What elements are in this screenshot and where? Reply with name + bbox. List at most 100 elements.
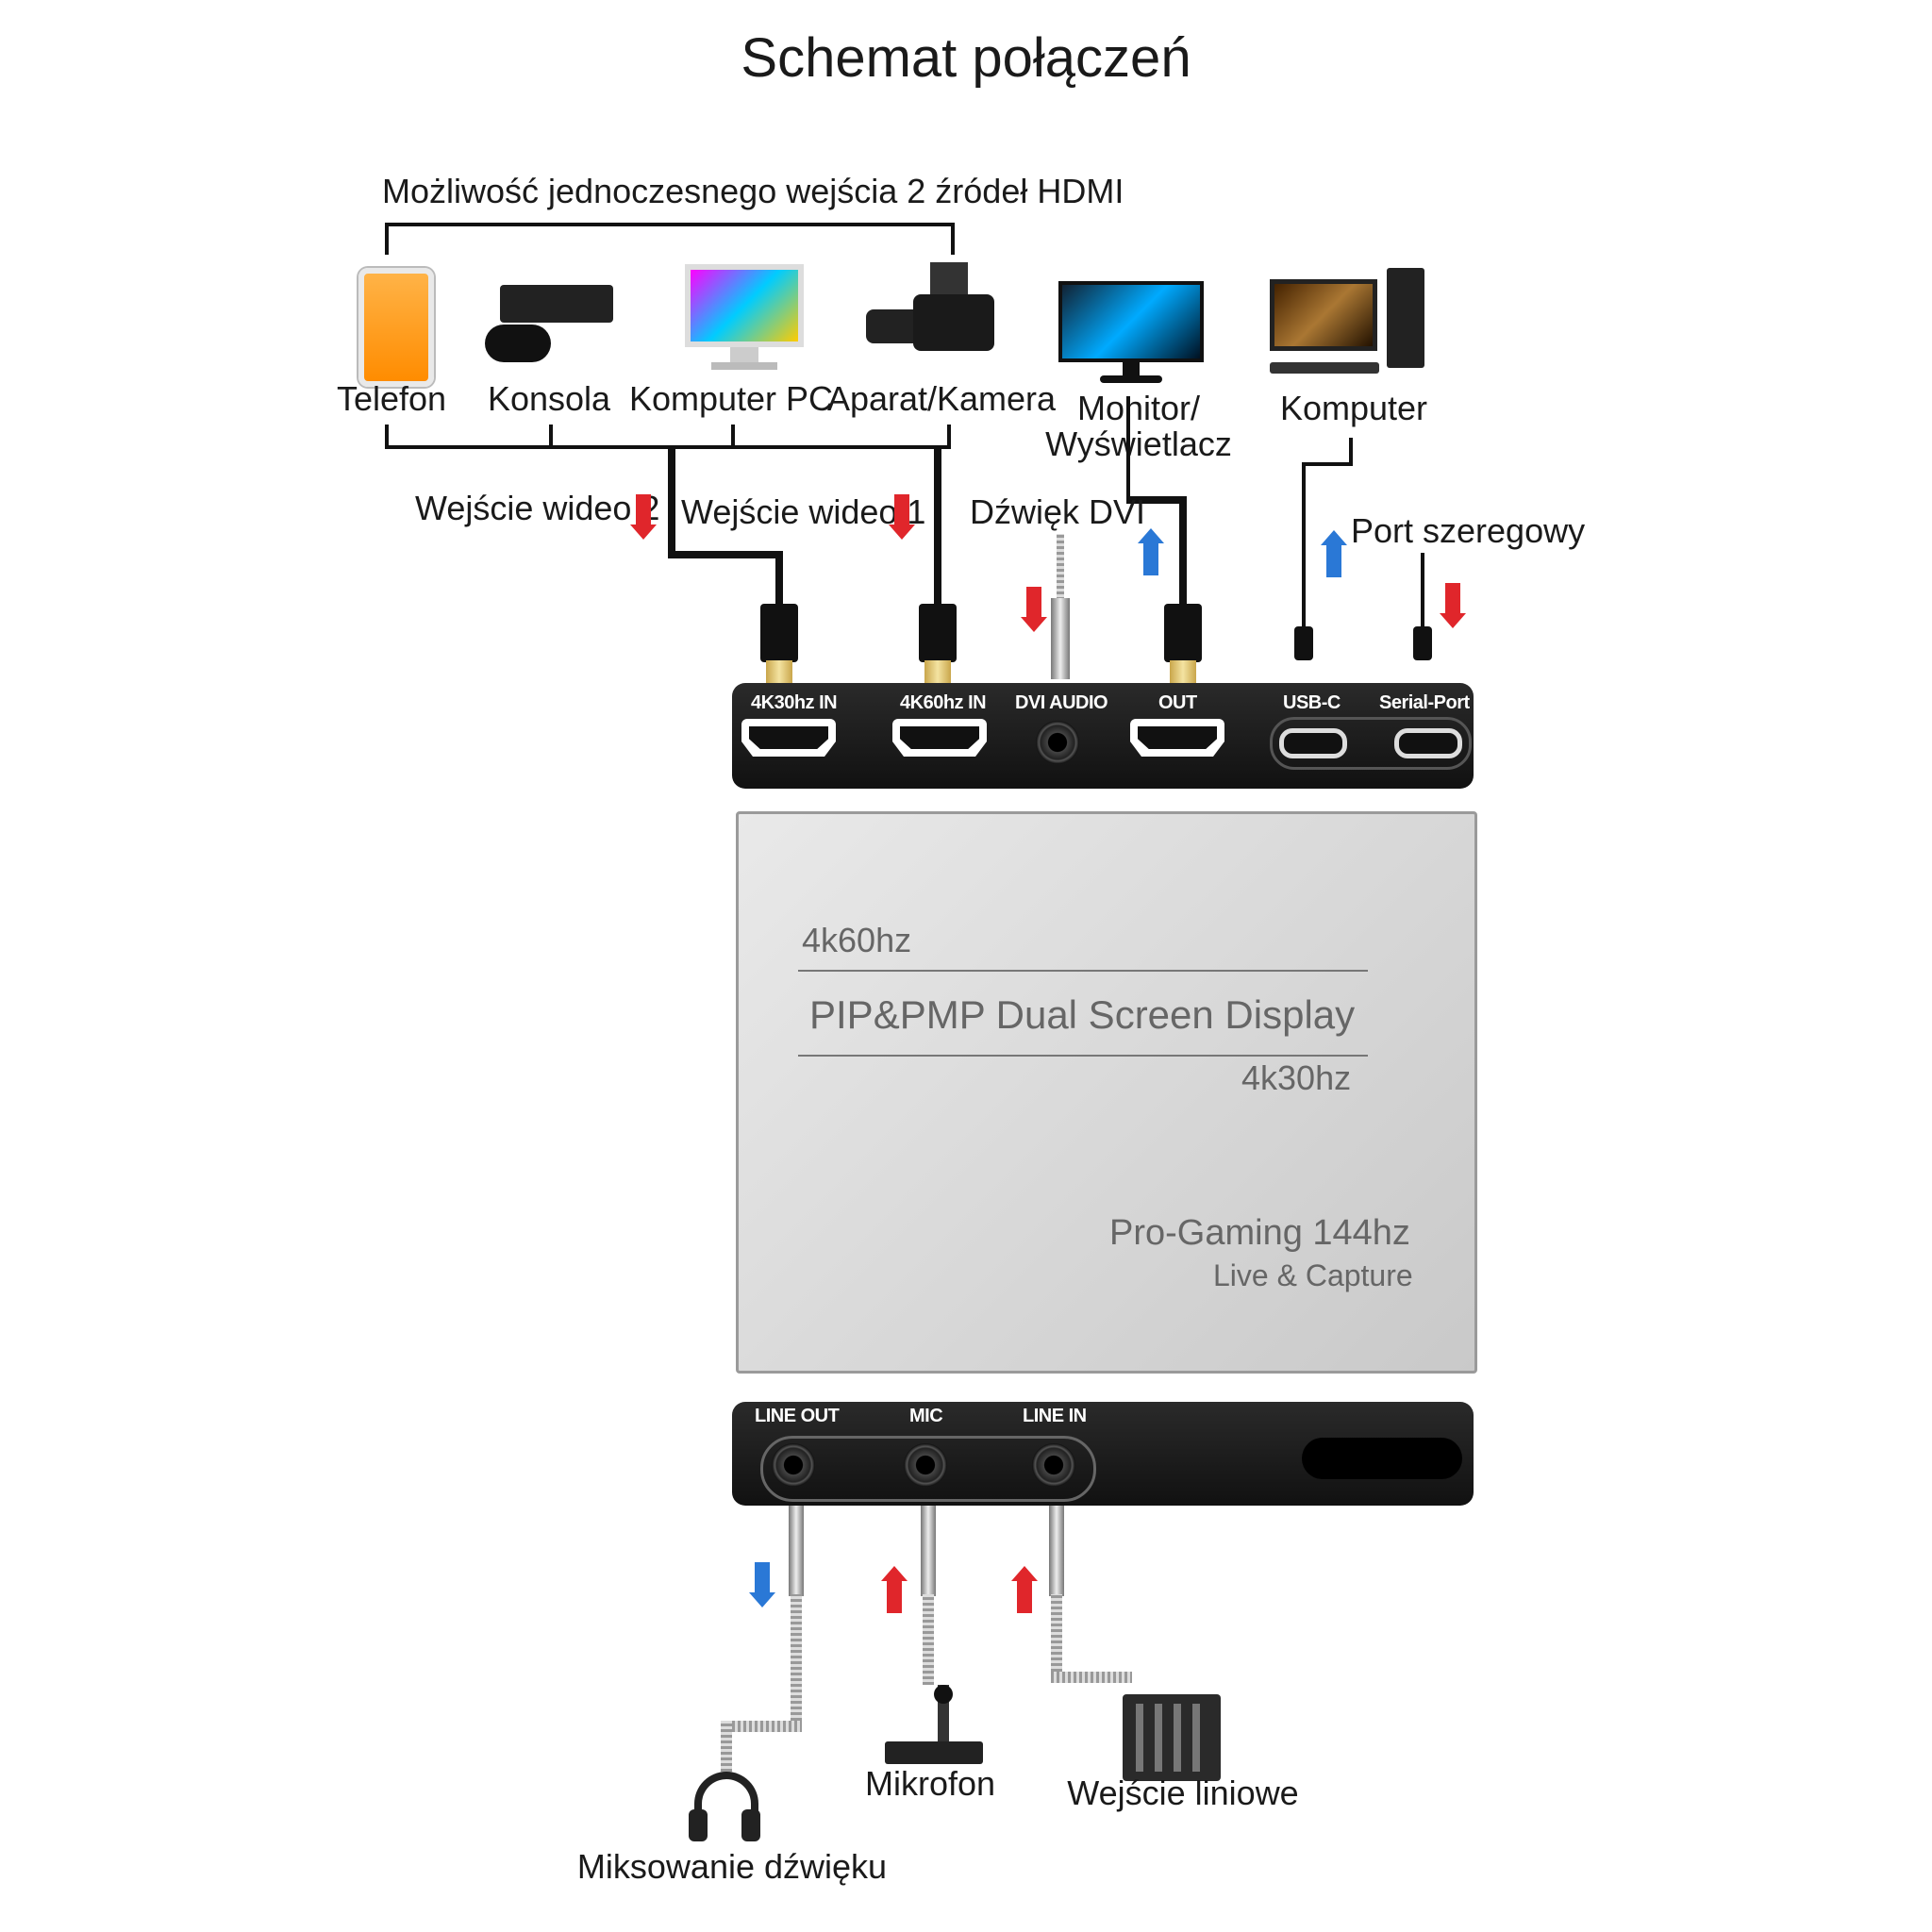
bracket-left [385,223,389,255]
tick-console [549,425,553,447]
arrow-down-head-icon [630,525,657,540]
usbc-plug [1294,626,1313,660]
computer-icon [1270,268,1430,381]
hdmi-port-4k60[interactable] [892,719,987,757]
cable-line-out-a [791,1594,802,1726]
cable-usb-c [1302,462,1306,632]
hdmi-plug-out [1164,604,1202,662]
port-label-line-out: LINE OUT [755,1406,840,1426]
cable-line-out-b [721,1721,802,1732]
bracket-right [951,223,955,255]
port-label-4k60: 4K60hz IN [900,692,987,713]
device-rule-2 [798,1055,1368,1057]
tick-camera [947,425,951,447]
arrow-down-icon [894,494,909,526]
cable-line-in-a [1051,1594,1062,1677]
label-mic: Mikrofon [864,1764,996,1803]
device-text-4k60: 4k60hz [802,921,912,959]
arrow-down-head-icon [749,1592,775,1607]
console-icon [481,279,621,374]
source-label-pc: Komputer PC [628,379,834,418]
device-text-title: PIP&PMP Dual Screen Display [809,992,1356,1037]
microphone-icon [885,1685,983,1770]
serial-plug [1413,626,1432,660]
monitor-icon [1058,281,1204,387]
arrow-down-icon [1445,583,1460,615]
headphones-icon [689,1772,760,1843]
cable-out-c [1179,496,1187,609]
source-label-phone: Telefon [336,379,447,418]
line-out-jack[interactable] [772,1443,815,1487]
port-label-out: OUT [1158,692,1197,713]
port-label-usbc: USB-C [1283,692,1341,713]
label-video1: Wejście wideo 1 [681,492,926,531]
port-label-line-in: LINE IN [1023,1406,1087,1426]
device-text-4k30: 4k30hz [1241,1058,1352,1097]
cable-video2-c [775,551,783,609]
device-rule-1 [798,970,1368,972]
device-text-capture: Live & Capture [1213,1258,1413,1292]
dvi-audio-plug [1051,598,1070,679]
usb-port-group [1270,717,1472,770]
arrow-up-head-icon [1011,1566,1038,1581]
dvi-audio-jack[interactable] [1036,721,1079,764]
label-dvi-audio: Dźwięk DVI [970,492,1146,531]
cable-mic [923,1594,934,1685]
arrow-down-head-icon [1021,617,1047,632]
tick-pc [731,425,735,447]
cable-usb-b [1302,462,1353,466]
label-mixer: Wejście liniowe [1067,1774,1299,1812]
label-video2: Wejście wideo 2 [415,489,660,527]
arrow-down-head-icon [1440,613,1466,628]
arrow-down-head-icon [889,525,915,540]
port-label-4k30: 4K30hz IN [751,692,838,713]
arrow-up-head-icon [881,1566,908,1581]
phone-icon [358,268,434,387]
arrow-up-icon [887,1581,902,1613]
label-serial: Port szeregowy [1351,511,1586,550]
cable-serial [1421,553,1424,632]
hdmi-plug-2 [919,604,957,662]
label-headphones: Miksowanie dźwięku [576,1847,888,1886]
port-label-mic: MIC [909,1406,943,1426]
bracket-label: Możliwość jednoczesnego wejścia 2 źródeł… [382,172,1124,210]
arrow-down-icon [1026,587,1041,619]
cable-video2-a [668,447,675,555]
pc-monitor-icon [685,264,804,375]
arrow-up-head-icon [1138,528,1164,543]
bottom-panel-slot [1302,1438,1462,1479]
hdmi-plug-1-tip [766,660,792,685]
cable-out-b [1126,496,1187,504]
cable-usb-a [1349,438,1353,466]
line-out-plug [789,1506,804,1596]
arrow-down-icon [636,494,651,526]
source-label-console: Konsola [487,379,611,418]
arrow-up-head-icon [1321,530,1347,545]
mixer-icon [1123,1694,1221,1781]
mic-plug [921,1506,936,1596]
arrow-up-icon [1326,545,1341,577]
cable-out-a [1126,396,1130,496]
hdmi-plug-1 [760,604,798,662]
port-label-serial: Serial-Port [1379,692,1470,713]
monitor-label-2: Wyświetlacz [1045,425,1232,463]
hdmi-port-4k30[interactable] [741,719,836,757]
usbc-port[interactable] [1279,728,1347,758]
source-label-camera: Aparat/Kamera [826,379,1057,418]
arrow-up-icon [1143,543,1158,575]
hdmi-plug-out-tip [1170,660,1196,685]
device-text-gaming: Pro-Gaming 144hz [1109,1213,1410,1253]
serial-port[interactable] [1394,728,1462,758]
hdmi-port-out[interactable] [1130,719,1224,757]
mic-jack[interactable] [904,1443,947,1487]
page-title: Schemat połączeń [741,27,1191,89]
tick-phone [385,425,389,447]
hdmi-plug-2-tip [924,660,951,685]
line-in-plug [1049,1506,1064,1596]
line-in-jack[interactable] [1032,1443,1075,1487]
bracket-top [385,223,955,226]
top-port-panel [732,683,1474,789]
cable-line-out-c [721,1721,732,1777]
audio-port-group [760,1436,1096,1502]
cable-video1 [934,447,941,609]
